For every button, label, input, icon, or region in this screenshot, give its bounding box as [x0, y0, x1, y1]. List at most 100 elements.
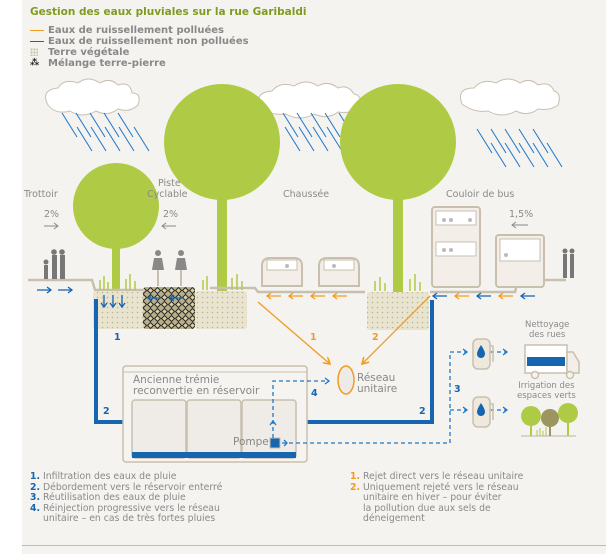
cyclist-icon: [152, 250, 187, 286]
zone-label-road: Chaussée: [283, 189, 330, 200]
rain-icon: [61, 112, 563, 168]
note-number: 4.: [30, 502, 41, 514]
note-text: Uniquement rejeté vers le réseau: [362, 481, 519, 493]
note-item: 2. Uniquement rejeté vers le réseau: [350, 481, 523, 494]
topsoil-bed: [195, 291, 247, 329]
overflow-pipe-right: [285, 300, 434, 424]
tree-icon: [340, 84, 456, 292]
flow-number-orange-1: 1: [310, 332, 317, 343]
polluted-flow-arrows: [265, 292, 513, 300]
flow-number-blue-1: 1: [114, 332, 121, 343]
notes-polluted-water: 1. Rejet direct vers le réseau unitaire …: [350, 471, 524, 525]
note-item: 1. Infiltration des eaux de pluie: [30, 471, 222, 483]
use-label-line1: Irrigation des: [518, 381, 575, 391]
cloud-icon: [45, 78, 140, 116]
note-item: 1. Rejet direct vers le réseau unitaire: [350, 471, 524, 483]
slope-bus-lane: 1,5%: [509, 209, 534, 220]
network-label-line1: Réseau: [357, 372, 396, 384]
zone-label-bike-lane-2: Cyclable: [147, 189, 188, 200]
flow-number-blue-4: 4: [311, 388, 318, 399]
legend-label: Eaux de ruissellement non polluées: [48, 36, 249, 47]
slope-sidewalk: 2%: [44, 209, 60, 220]
legend-label: Mélange terre-pierre: [48, 58, 166, 69]
tree-icon: [164, 84, 280, 292]
use-label-line2: des rues: [529, 330, 566, 340]
pump-label: Pompe: [233, 436, 269, 448]
slope-arrow-left-icon: [511, 221, 528, 229]
pump-icon: [269, 437, 281, 449]
note-text-continued: unitaire en hiver – pour éviter: [363, 492, 502, 503]
street-cleaning-truck-icon: [524, 344, 580, 380]
polluted-flow-1: [257, 301, 330, 364]
note-item: 4. Réinjection progressive vers le résea…: [30, 502, 222, 515]
legend-item-polluted: Eaux de ruissellement polluées: [30, 25, 224, 36]
use-label-street-cleaning: Nettoyage des rues: [525, 320, 569, 340]
zone-label-sidewalk: Trottoir: [24, 189, 58, 200]
flow-number-blue-2-left: 2: [103, 406, 110, 417]
infographic-title: Gestion des eaux pluviales sur la rue Ga…: [30, 6, 307, 18]
note-number: 3.: [30, 492, 41, 503]
note-number: 2.: [30, 481, 41, 493]
combined-sewer-icon: [337, 365, 355, 395]
note-text-continued: unitaire – en cas de très fortes pluies: [43, 513, 216, 524]
legend-item-topsoil: Terre végétale: [30, 47, 129, 58]
note-number: 1.: [350, 471, 361, 482]
flow-number-blue-3: 3: [454, 384, 461, 395]
zone-label-bike-lane-1: Piste: [158, 178, 181, 189]
note-number: 1.: [30, 471, 41, 482]
slope-arrow-right-icon: [44, 222, 59, 230]
use-label-line2: espaces verts: [517, 391, 576, 401]
note-text: Réinjection progressive vers le réseau: [42, 502, 220, 514]
slope-arrow-left-icon: [161, 222, 176, 230]
car-icon: [318, 257, 360, 287]
note-text: Débordement vers le réservoir enterré: [42, 481, 223, 493]
note-item: 2. Débordement vers le réservoir enterré: [30, 481, 223, 494]
notes-clean-water: 1. Infiltration des eaux de pluie 2. Déb…: [30, 471, 223, 525]
clean-flow-arrows: [37, 286, 535, 309]
rainwater-diagram: [28, 78, 580, 463]
use-label-irrigation: Irrigation des espaces verts: [517, 381, 576, 401]
bus-icon: [495, 234, 545, 288]
reinjection-flow-4: [272, 380, 328, 438]
cloud-icon: [258, 81, 361, 119]
orange-line-icon: [30, 29, 44, 31]
polluted-flow-2: [362, 295, 431, 364]
note-text-continued: déneigement: [363, 513, 425, 524]
topsoil-bed: [367, 292, 429, 330]
network-label: Réseau unitaire: [357, 373, 397, 395]
legend-item-stone-mix: ⁂ Mélange terre-pierre: [30, 58, 166, 69]
green-space-icon: [521, 403, 578, 437]
tree-icon: [73, 163, 159, 296]
water-tap-icon: [472, 338, 494, 370]
flow-number-blue-2-right: 2: [419, 406, 426, 417]
stone-mix-icon: ⁂: [30, 58, 40, 68]
dotted-square-icon: [30, 48, 38, 56]
water-tap-icon: [472, 396, 494, 428]
zone-label-bus-lane: Couloir de bus: [446, 189, 515, 200]
network-label-line2: unitaire: [357, 383, 398, 395]
note-text: Rejet direct vers le réseau unitaire: [362, 471, 524, 482]
note-text-continued: la pollution due aux sels de: [363, 502, 491, 514]
reuse-flow-3: [282, 351, 466, 444]
bus-icon: [431, 206, 481, 288]
note-text: Réutilisation des eaux de pluie: [42, 492, 186, 503]
topsoil-bed: [93, 291, 143, 329]
cloud-icon: [460, 78, 560, 116]
blue-line-icon: [30, 40, 44, 42]
slope-bike-lane: 2%: [163, 209, 179, 220]
grass-icon: [99, 274, 421, 291]
use-label-line1: Nettoyage: [525, 320, 570, 330]
pedestrian-icon: [43, 248, 575, 279]
legend-label: Eaux de ruissellement polluées: [48, 25, 224, 36]
stone-mix-bed: [143, 287, 195, 329]
flow-number-orange-2: 2: [372, 332, 379, 343]
legend-label: Terre végétale: [48, 47, 130, 58]
note-number: 2.: [350, 481, 361, 493]
reservoir-label-line1: Ancienne trémie: [133, 374, 220, 386]
note-text: Infiltration des eaux de pluie: [42, 471, 177, 482]
car-icon: [261, 257, 303, 287]
legend-item-clean: Eaux de ruissellement non polluées: [30, 36, 249, 47]
bottom-divider: [22, 545, 606, 546]
reservoir-label-line2: reconvertie en réservoir: [133, 385, 260, 397]
reservoir-label: Ancienne trémie reconvertie en réservoir: [133, 375, 259, 397]
